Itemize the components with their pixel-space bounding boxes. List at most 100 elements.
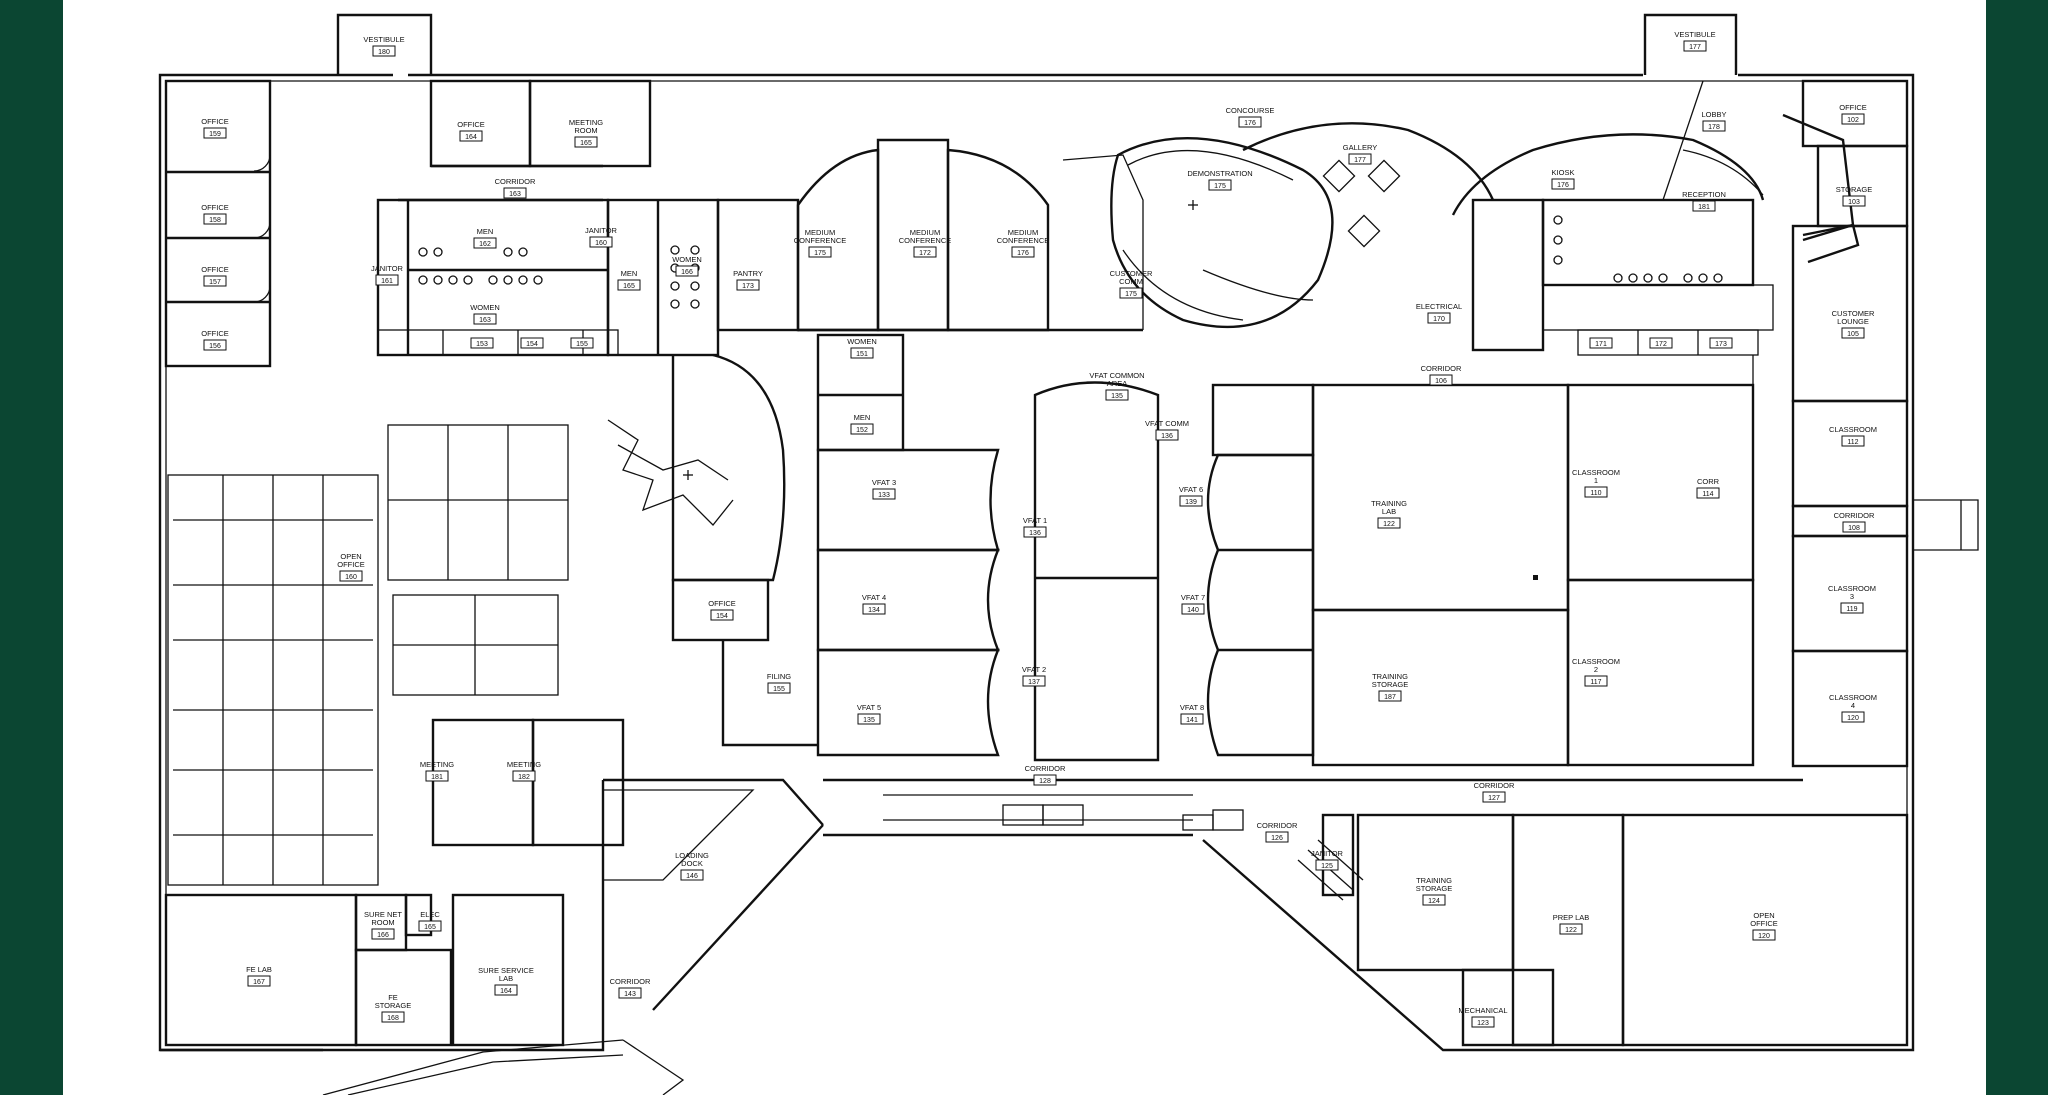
room-name: STORAGE [1416, 884, 1453, 893]
room-name: OFFICE [201, 265, 229, 274]
room-number: 160 [345, 574, 357, 581]
room-number: 176 [1244, 120, 1256, 127]
room-number: 122 [1383, 521, 1395, 528]
svg-text:155: 155 [576, 341, 588, 348]
room-number-tag [1584, 486, 1608, 498]
room-name: CORRIDOR [1834, 511, 1875, 520]
room-number: 120 [1847, 715, 1859, 722]
room-number-tag [710, 609, 734, 621]
room-name: LOBBY [1701, 110, 1726, 119]
room-name: LAB [499, 974, 513, 983]
room-name: SURE NET [364, 910, 402, 919]
room-name: 2 [1594, 665, 1598, 674]
room-number: 177 [1689, 44, 1701, 51]
room-number-tag [680, 869, 704, 881]
room-name: STORAGE [1372, 680, 1409, 689]
room-name: CONCOURSE [1226, 106, 1275, 115]
room-name: VFAT COMMON [1089, 371, 1144, 380]
room-number-tag [1752, 929, 1776, 941]
room-name: VESTIBULE [1674, 30, 1715, 39]
room-number-tag [808, 246, 832, 258]
room-number: 163 [479, 317, 491, 324]
room-number-tag [1840, 602, 1864, 614]
room-name: VFAT 4 [862, 593, 886, 602]
room-number: 114 [1702, 491, 1713, 498]
room-number: 135 [1111, 393, 1123, 400]
room-number: 126 [1271, 835, 1283, 842]
room-name: CORRIDOR [610, 977, 651, 986]
room-number-tag [1842, 195, 1866, 207]
room-number-tag [617, 279, 641, 291]
room-name: CORRIDOR [1257, 821, 1298, 830]
room-name: VFAT 2 [1022, 665, 1046, 674]
room-number-tag [203, 127, 227, 139]
room-number-tag [203, 275, 227, 287]
room-name: CORRIDOR [1025, 764, 1066, 773]
room-name: SURE SERVICE [478, 966, 534, 975]
room-number: 117 [1590, 679, 1601, 686]
room-name: JANITOR [585, 226, 618, 235]
room-number: 168 [387, 1015, 399, 1022]
room-number: 159 [209, 131, 221, 138]
room-number: 123 [1477, 1020, 1489, 1027]
room-number: 102 [1847, 117, 1859, 124]
room-number: 162 [479, 241, 491, 248]
room-name: OFFICE [457, 120, 485, 129]
room-number: 176 [1017, 250, 1029, 257]
room-number: 155 [773, 686, 785, 693]
room-number-tag [1842, 521, 1866, 533]
room-name: CONFERENCE [794, 236, 847, 245]
svg-text:172: 172 [1655, 341, 1667, 348]
room-name: OFFICE [1750, 919, 1778, 928]
room-number: 119 [1846, 606, 1857, 613]
room-number-tag [1841, 113, 1865, 125]
room-number-tag [1551, 178, 1575, 190]
room-name: STORAGE [375, 1001, 412, 1010]
room-name: ROOM [574, 126, 597, 135]
room-name: OFFICE [708, 599, 736, 608]
room-number: 157 [209, 279, 221, 286]
room-number: 165 [580, 140, 592, 147]
room-number-tag [418, 920, 442, 932]
room-name: STORAGE [1836, 185, 1873, 194]
room-number: 156 [209, 343, 221, 350]
room-name: OPEN [1753, 911, 1774, 920]
room-number: 178 [1708, 124, 1720, 131]
room-name: AREA [1107, 379, 1127, 388]
room-number-tag [1702, 120, 1726, 132]
room-name: JANITOR [371, 264, 404, 273]
room-name: CORRIDOR [495, 177, 536, 186]
room-name: FE [388, 993, 398, 1002]
room-number: 164 [500, 988, 512, 995]
room-number: 180 [378, 49, 390, 56]
room-name: CONFERENCE [997, 236, 1050, 245]
room-name: CLASSROOM [1829, 693, 1877, 702]
room-name: FE LAB [246, 965, 272, 974]
room-name: OPEN [340, 552, 361, 561]
